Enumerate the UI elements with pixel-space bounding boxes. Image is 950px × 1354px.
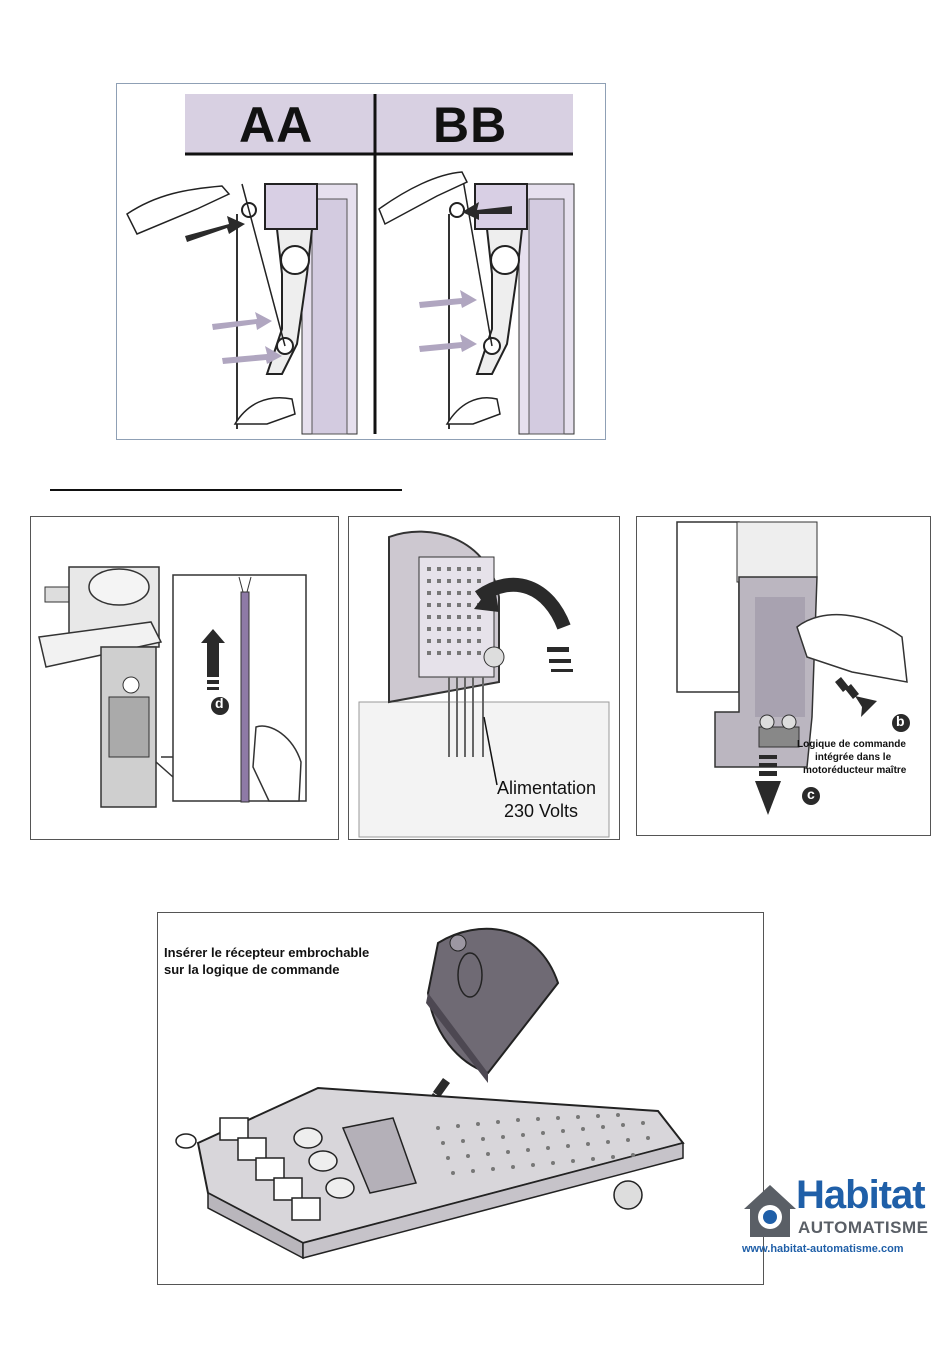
- figure-aa-bb: AA BB: [116, 83, 606, 440]
- step-label-d: d: [215, 695, 224, 711]
- motor-box-bb: [475, 184, 527, 229]
- figure-aa-bb-illustration: [117, 84, 606, 440]
- power-caption-line1: Alimentation: [497, 778, 596, 799]
- habitat-automatisme-logo: Habitat AUTOMATISME www.habitat-automati…: [740, 1175, 948, 1265]
- hand-bottom-bb: [447, 398, 500, 424]
- logo-brand-bottom: AUTOMATISME: [798, 1218, 928, 1238]
- pulley-bb: [450, 203, 464, 217]
- figure-logic: b c Logique de commande intégrée dans le…: [636, 516, 931, 836]
- receiver-caption-line2: sur la logique de commande: [164, 962, 340, 977]
- button: [614, 1181, 642, 1209]
- motor-box-aa: [265, 184, 317, 229]
- receiver-caption-line1: Insérer le récepteur embrochable: [164, 945, 369, 960]
- figure-power: Alimentation 230 Volts: [348, 516, 620, 840]
- figure-cable: d: [30, 516, 339, 840]
- arrow-b: [835, 677, 877, 717]
- hand-bottom-aa: [235, 398, 295, 424]
- figure-receiver: Insérer le récepteur embrochable sur la …: [157, 912, 764, 1285]
- logic-caption-line1: Logique de commande: [797, 739, 906, 750]
- figure-logic-illustration: [637, 517, 931, 836]
- receiver: [428, 929, 558, 1073]
- cable: [241, 592, 249, 802]
- step-label-c: c: [807, 786, 815, 802]
- logo-brand-top: Habitat: [796, 1173, 925, 1218]
- logic-caption-line3: motoréducteur maître: [803, 765, 906, 776]
- logic-caption-line2: intégrée dans le: [815, 752, 891, 763]
- power-caption-line2: 230 Volts: [504, 801, 578, 822]
- post: [677, 522, 739, 692]
- figure-cable-illustration: [31, 517, 339, 840]
- section-rule: [50, 489, 402, 491]
- hand-top-aa: [127, 186, 229, 234]
- logo-url[interactable]: www.habitat-automatisme.com: [742, 1243, 904, 1255]
- arrow-light-aa-1: [212, 312, 272, 330]
- label-aa: AA: [239, 96, 313, 154]
- post-inner-aa: [312, 199, 347, 434]
- label-bb: BB: [433, 96, 507, 154]
- step-label-b: b: [896, 713, 905, 729]
- house-icon: [740, 1179, 800, 1241]
